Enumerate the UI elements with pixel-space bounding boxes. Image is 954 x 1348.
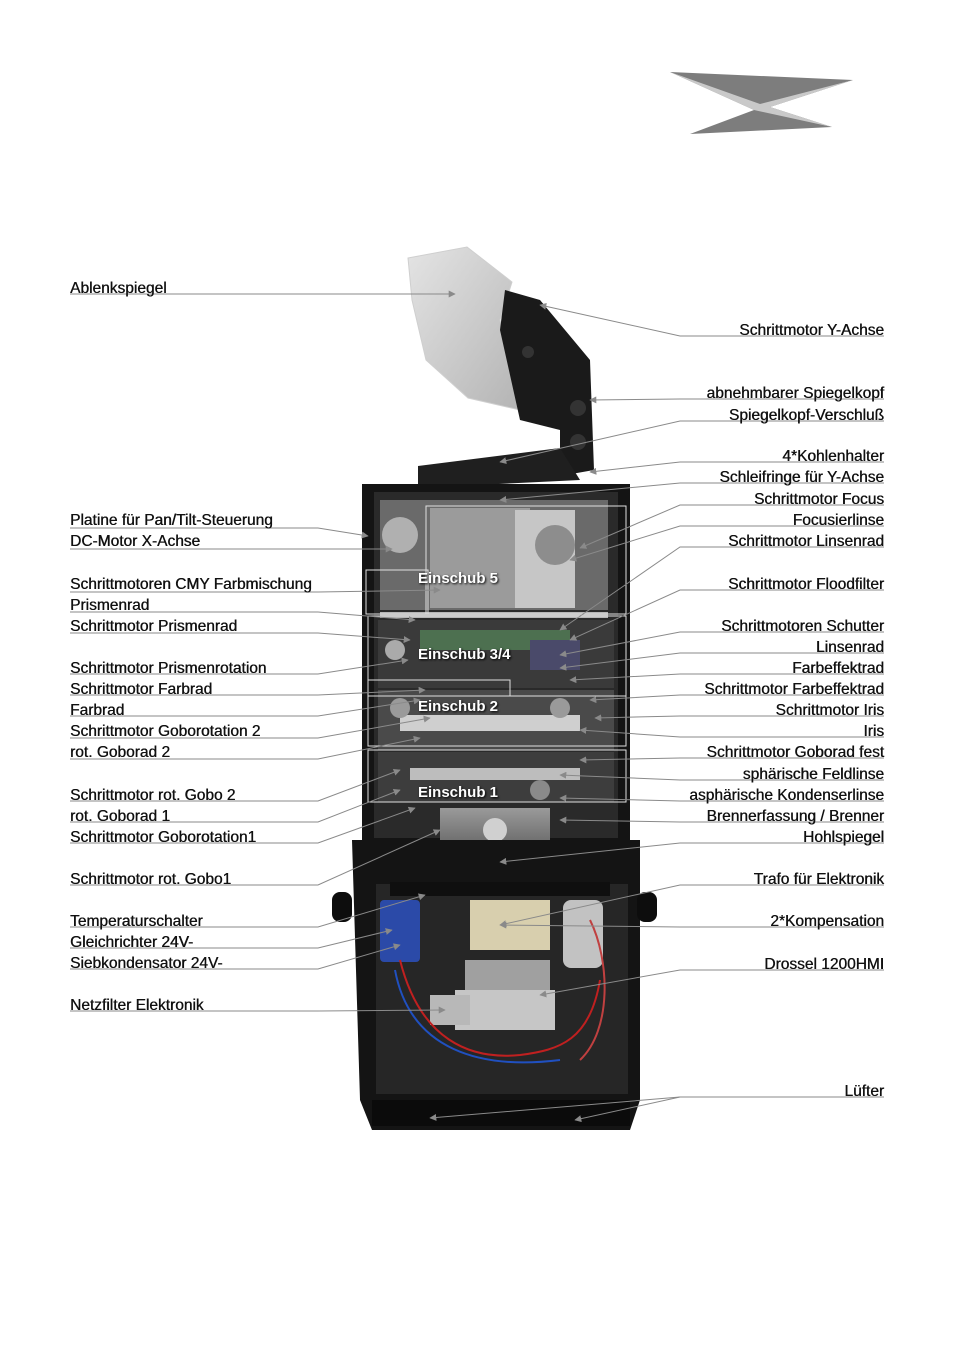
einschub-5-label: Einschub 5 bbox=[418, 570, 499, 587]
label-luefter: Lüfter bbox=[844, 1083, 884, 1100]
leader-line-left bbox=[70, 657, 409, 675]
label-platine-pan-tilt: Platine für Pan/Tilt-Steuerung bbox=[70, 512, 273, 529]
label-motor-y-achse: Schrittmotor Y-Achse bbox=[739, 322, 884, 339]
company-logo bbox=[670, 72, 853, 134]
leader-line-right bbox=[589, 694, 884, 704]
leader-line-left bbox=[70, 806, 416, 844]
leader-line-right bbox=[574, 1096, 681, 1123]
label-hohlspiegel: Hohlspiegel bbox=[803, 829, 884, 846]
leader-line-left bbox=[70, 697, 421, 717]
label-motoren-schutter: Schrittmotoren Schutter bbox=[721, 618, 884, 635]
label-drossel: Drossel 1200HMI bbox=[764, 956, 884, 973]
label-siebkondensator: Siebkondensator 24V- bbox=[70, 955, 223, 972]
label-trafo: Trafo für Elektronik bbox=[753, 871, 884, 888]
leader-line-right bbox=[569, 589, 884, 641]
leader-line-right bbox=[594, 714, 884, 722]
label-temperaturschalter: Temperaturschalter bbox=[70, 913, 203, 930]
leader-line-right bbox=[559, 771, 884, 781]
label-kohlenhalter: 4*Kohlenhalter bbox=[782, 448, 884, 465]
label-motor-focus: Schrittmotor Focus bbox=[753, 491, 884, 508]
label-motor-floodfilter: Schrittmotor Floodfilter bbox=[728, 576, 884, 593]
device-illustration bbox=[308, 225, 680, 1150]
label-gleichrichter: Gleichrichter 24V- bbox=[70, 934, 194, 951]
label-schleifringe: Schleifringe für Y-Achse bbox=[719, 469, 884, 486]
label-motor-goborad-fest: Schrittmotor Goborad fest bbox=[706, 744, 884, 761]
label-ablenkspiegel: Ablenkspiegel bbox=[70, 280, 167, 297]
leader-line-right bbox=[559, 546, 884, 631]
leader-lines bbox=[70, 290, 884, 1123]
label-cmy-motors: Schrittmotoren CMY Farbmischung bbox=[70, 576, 312, 593]
label-spiegelkopf: abnehmbarer Spiegelkopf bbox=[706, 385, 884, 402]
label-goborad-2: rot. Goborad 2 bbox=[70, 744, 170, 761]
leader-line-left bbox=[70, 1006, 446, 1014]
label-kondenserlinse: asphärische Kondenserlinse bbox=[689, 787, 884, 804]
label-motor-linsenrad: Schrittmotor Linsenrad bbox=[728, 533, 884, 550]
leader-line-right bbox=[569, 673, 884, 684]
leader-line-right bbox=[559, 794, 884, 802]
mirror-head-bracket bbox=[500, 290, 594, 476]
leader-line-right bbox=[499, 842, 884, 865]
leader-line-right bbox=[499, 921, 884, 929]
leader-line-left bbox=[70, 527, 369, 539]
label-motor-goborotation-2: Schrittmotor Goborotation 2 bbox=[70, 723, 261, 740]
leader-line-left bbox=[70, 611, 416, 623]
leader-line-left bbox=[70, 768, 401, 802]
leader-line-right bbox=[559, 816, 884, 824]
leader-line-right bbox=[579, 756, 884, 764]
einschub-3-4-label: Einschub 3/4 bbox=[418, 646, 511, 663]
leader-line-left bbox=[70, 686, 426, 696]
leader-line-left bbox=[70, 632, 411, 644]
label-kompensation: 2*Kompensation bbox=[770, 913, 884, 930]
leader-line-left bbox=[70, 789, 401, 823]
label-linsenrad: Linsenrad bbox=[815, 639, 884, 656]
leader-line-right bbox=[569, 525, 884, 562]
leader-line-left bbox=[70, 943, 401, 970]
label-dc-motor-x: DC-Motor X-Achse bbox=[70, 533, 201, 550]
label-motor-iris: Schrittmotor Iris bbox=[775, 702, 884, 719]
leader-line-right bbox=[499, 884, 884, 928]
label-motor-farbrad: Schrittmotor Farbrad bbox=[70, 681, 213, 698]
leader-line-left bbox=[70, 893, 426, 928]
label-spiegelkopf-verschluss: Spiegelkopf-Verschluß bbox=[728, 407, 884, 424]
leader-line-right bbox=[499, 420, 884, 465]
label-farbeffektrad: Farbeffektrad bbox=[792, 660, 884, 677]
einschub-1-label: Einschub 1 bbox=[418, 784, 499, 801]
leader-line-left bbox=[70, 586, 441, 594]
einschub-2-label: Einschub 2 bbox=[418, 698, 499, 715]
label-motor-goborotation-1: Schrittmotor Goborotation1 bbox=[70, 829, 257, 846]
label-feldlinse: sphärische Feldlinse bbox=[742, 766, 884, 783]
leader-line-right bbox=[499, 482, 884, 503]
label-focusierlinse: Focusierlinse bbox=[792, 512, 884, 529]
label-motor-gobo-2: Schrittmotor rot. Gobo 2 bbox=[70, 787, 236, 804]
label-goborad-1: rot. Goborad 1 bbox=[70, 808, 170, 825]
label-farbrad: Farbrad bbox=[70, 702, 125, 719]
leader-line-right bbox=[539, 969, 884, 998]
label-motor-farbeffektrad: Schrittmotor Farbeffektrad bbox=[704, 681, 884, 698]
leader-line-left bbox=[70, 735, 421, 760]
leader-line-right bbox=[539, 302, 884, 337]
leader-line-left bbox=[70, 829, 441, 886]
leader-line-right bbox=[589, 461, 884, 475]
label-iris: Iris bbox=[863, 723, 884, 740]
leader-line-right bbox=[589, 396, 884, 404]
leader-line-right bbox=[559, 631, 884, 658]
label-brennerfassung: Brennerfassung / Brenner bbox=[706, 808, 885, 825]
label-netzfilter: Netzfilter Elektronik bbox=[70, 997, 204, 1014]
leader-line-right bbox=[579, 726, 884, 738]
label-prismenrad: Prismenrad bbox=[70, 597, 150, 614]
label-motor-gobo-1: Schrittmotor rot. Gobo1 bbox=[70, 871, 232, 888]
leader-line-left bbox=[70, 715, 431, 739]
label-motor-prismenrad: Schrittmotor Prismenrad bbox=[70, 618, 238, 635]
leader-line-right bbox=[559, 652, 884, 671]
leader-line-left bbox=[70, 928, 393, 949]
label-motor-prismenrotation: Schrittmotor Prismenrotation bbox=[70, 660, 267, 677]
leader-line-right bbox=[579, 504, 884, 549]
